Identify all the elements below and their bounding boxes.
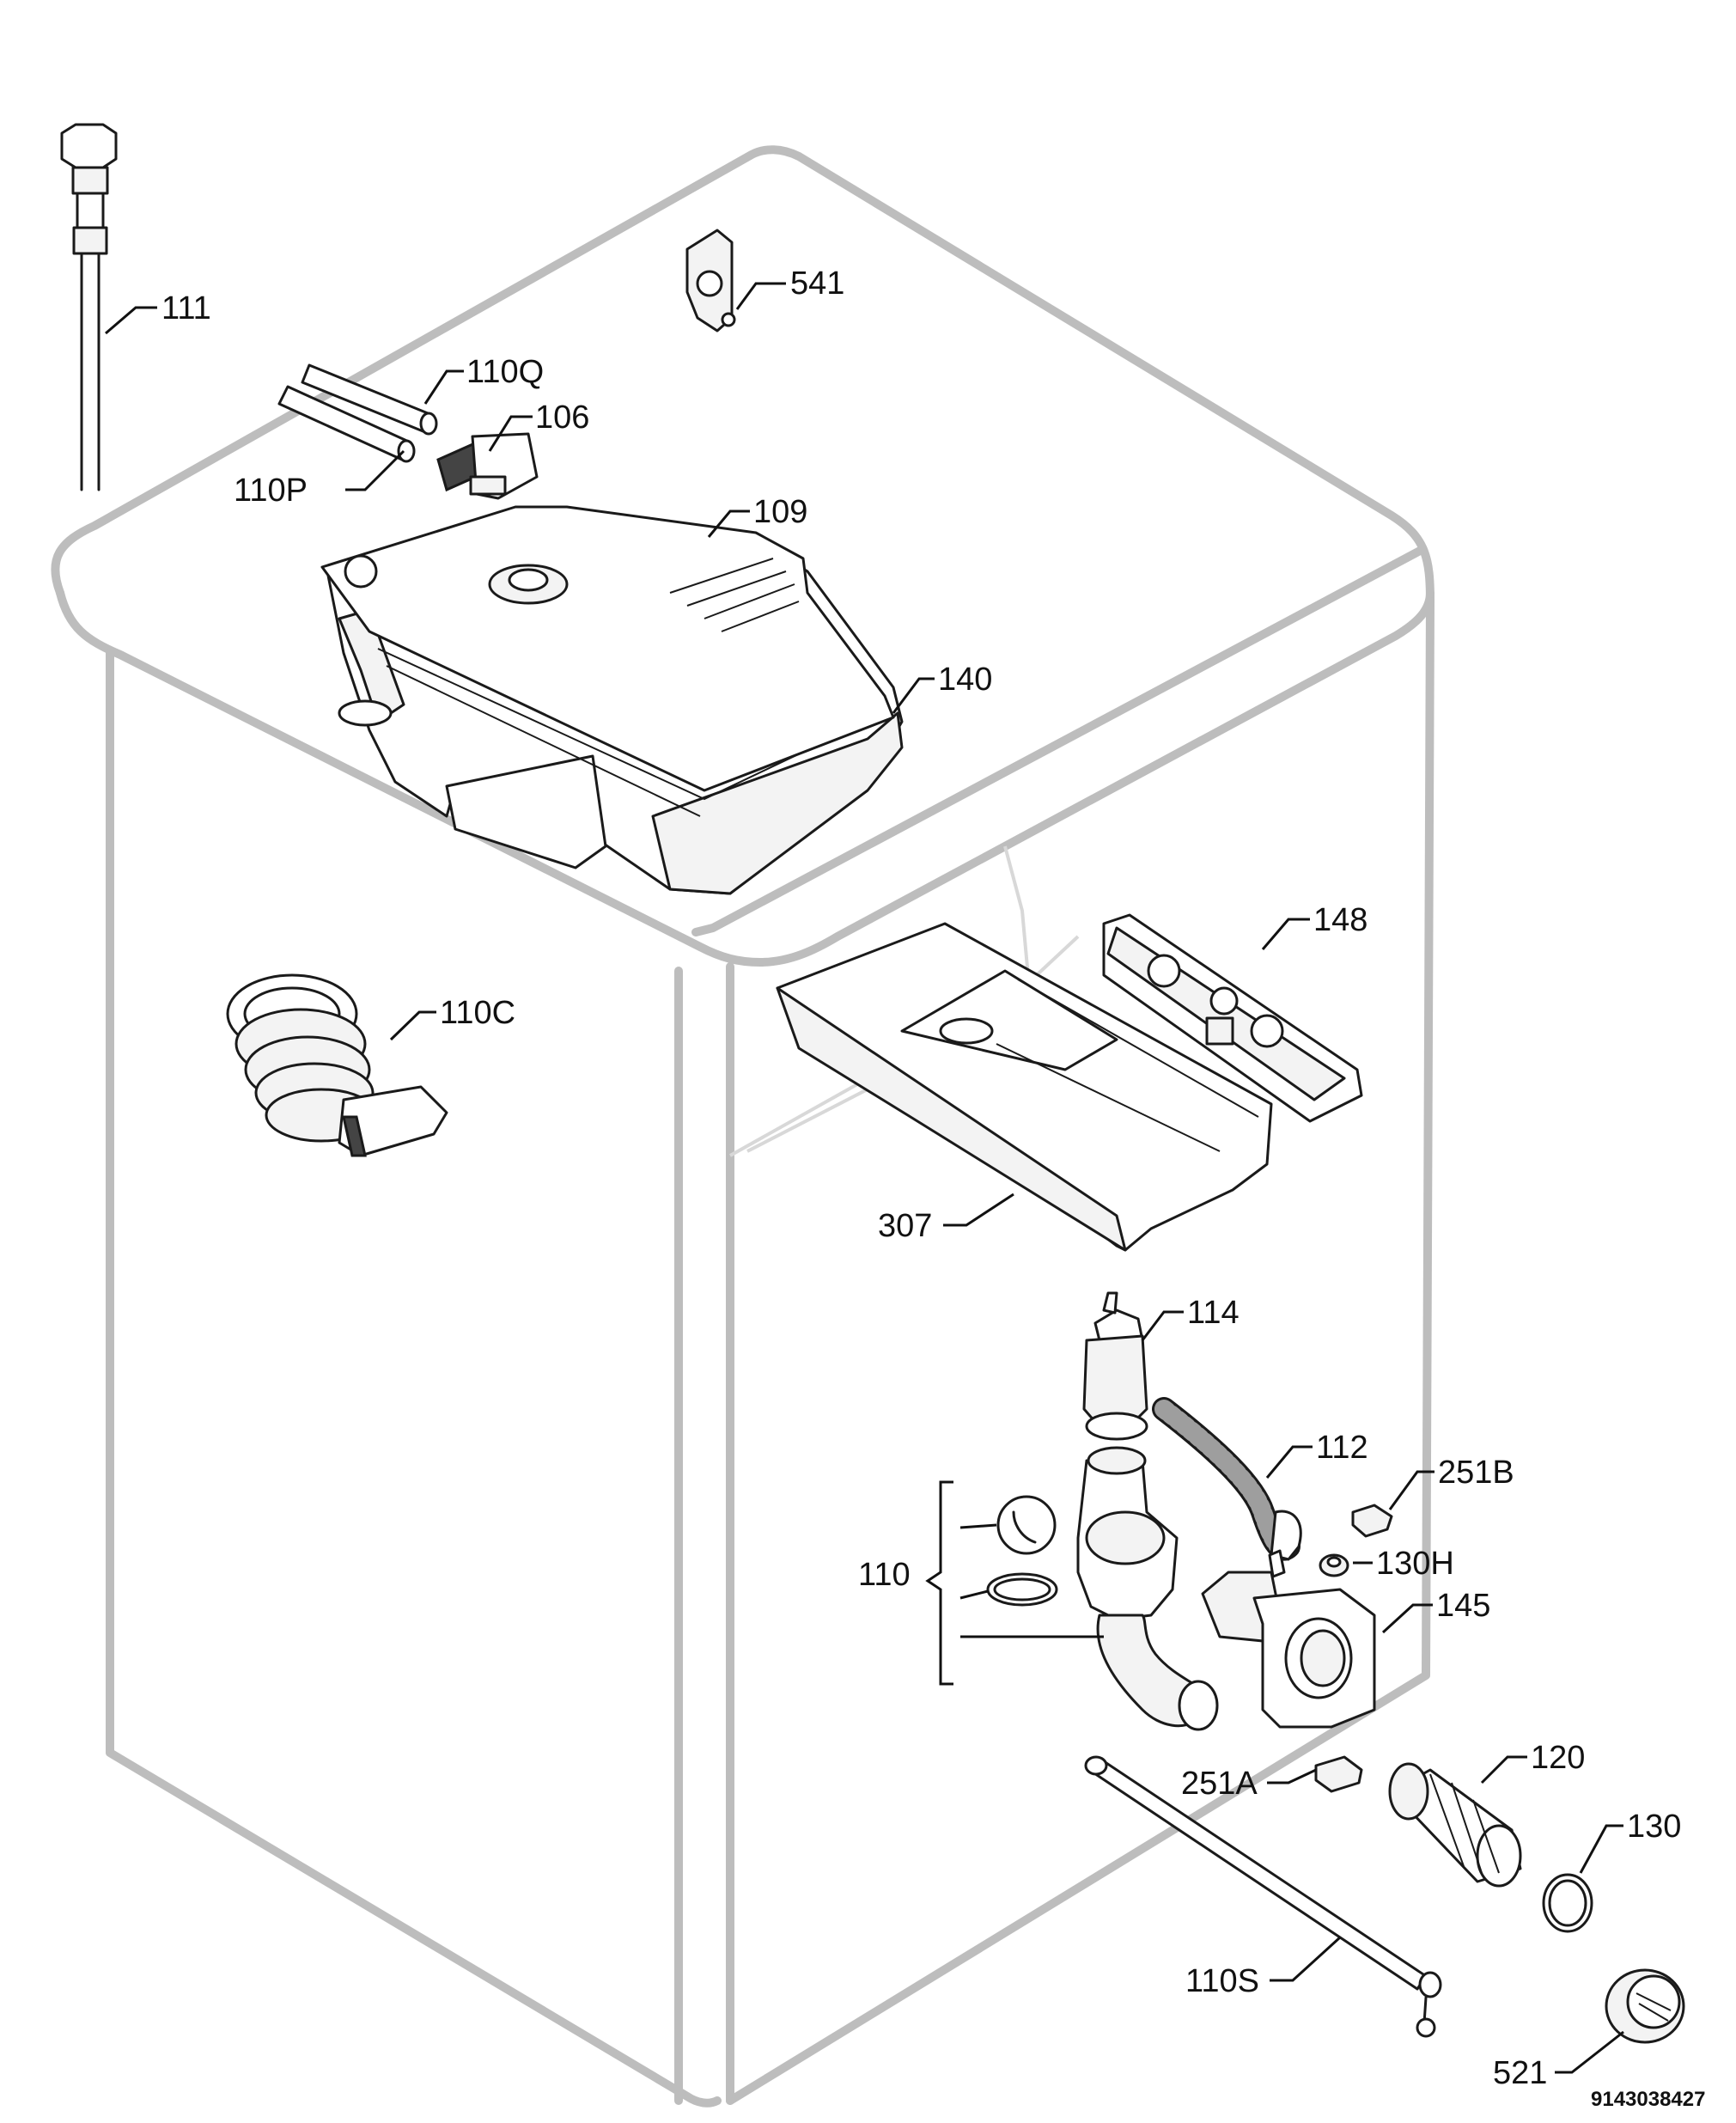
ring-130H	[1319, 1553, 1349, 1577]
bracket-541	[685, 229, 736, 332]
sump-110	[986, 1446, 1219, 1731]
label-110Q: 110Q	[466, 354, 544, 390]
label-251A: 251A	[1181, 1766, 1258, 1802]
dispenser-drawer-307	[776, 922, 1273, 1252]
cabinet-outline	[51, 145, 1434, 2108]
label-307: 307	[878, 1208, 932, 1244]
clip-251A	[1314, 1755, 1363, 1793]
drain-pump-145	[1201, 1549, 1376, 1729]
label-112: 112	[1316, 1430, 1368, 1466]
label-110P: 110P	[234, 473, 308, 509]
label-251B: 251B	[1438, 1455, 1514, 1491]
tubes-110Q-110P	[277, 363, 438, 463]
label-106: 106	[535, 400, 589, 436]
label-130: 130	[1627, 1809, 1681, 1845]
dispenser-cover-109	[320, 505, 895, 792]
filter-120	[1388, 1762, 1522, 1888]
label-110: 110	[858, 1557, 911, 1593]
label-140: 140	[938, 662, 992, 698]
seal-ring-130	[1542, 1873, 1593, 1933]
label-111: 111	[161, 290, 211, 326]
label-109: 109	[753, 494, 807, 530]
control-bracket-148	[1102, 913, 1363, 1123]
group-brace-110	[925, 1480, 1104, 1686]
label-114: 114	[1187, 1295, 1240, 1331]
label-145: 145	[1436, 1588, 1490, 1624]
label-110C: 110C	[440, 995, 515, 1031]
document-id: 9143038427	[1591, 2088, 1705, 2111]
part-labels: 111 541 110Q 106 110P 109 140 148 110C 3…	[161, 265, 1705, 2111]
bellows-110C	[226, 973, 448, 1157]
label-120: 120	[1531, 1740, 1585, 1776]
air-trap-114	[1082, 1291, 1148, 1441]
inlet-hose-111	[60, 123, 118, 491]
clip-251B	[1351, 1504, 1393, 1538]
valve-106	[436, 432, 539, 500]
label-541: 541	[790, 265, 844, 302]
label-110S: 110S	[1185, 1963, 1259, 1999]
drain-tube-110S	[1084, 1755, 1442, 2038]
label-521: 521	[1493, 2055, 1547, 2091]
hose-112	[1152, 1397, 1302, 1561]
leader-lines	[105, 282, 1624, 2074]
label-130H: 130H	[1376, 1546, 1454, 1582]
filter-knob-521	[1605, 1968, 1685, 2044]
label-148: 148	[1313, 902, 1367, 938]
